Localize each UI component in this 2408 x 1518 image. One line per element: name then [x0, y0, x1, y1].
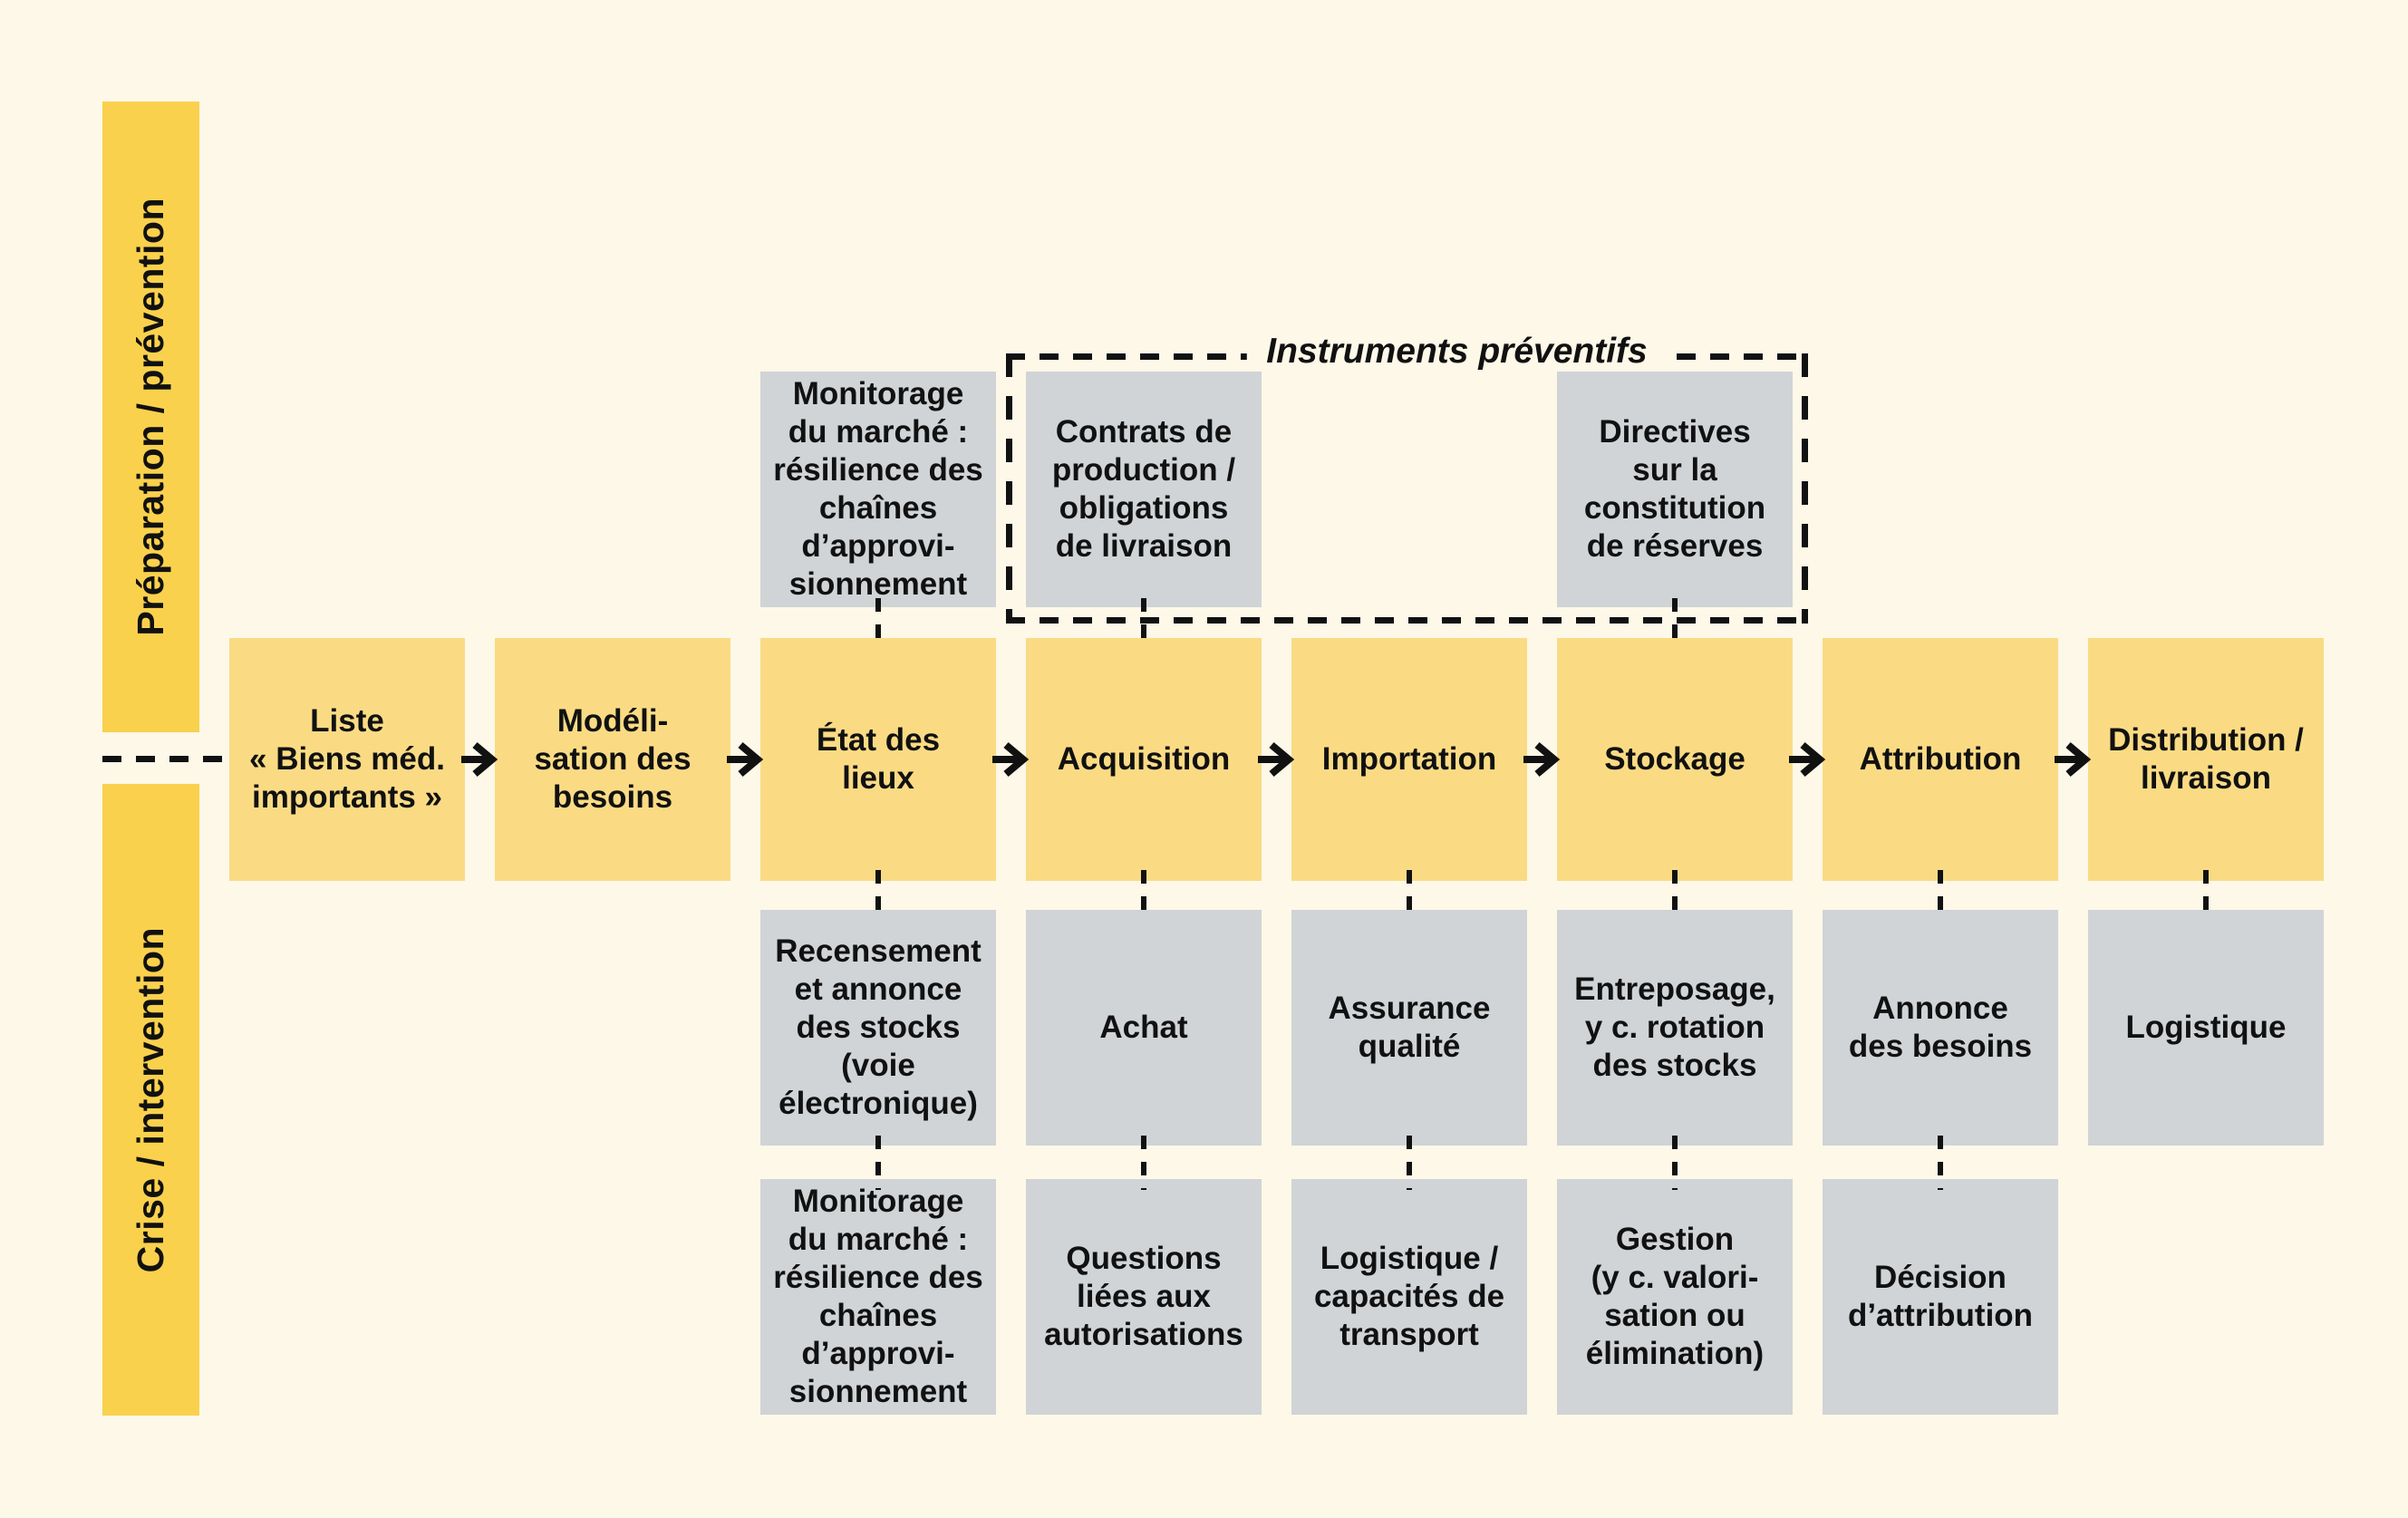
- crisis-box-decision-attribution: Décision d’attribution: [1823, 1179, 2058, 1415]
- phase-bar-crise-intervention: Crise / intervention: [102, 784, 199, 1416]
- dashed-connector: [1938, 870, 1943, 921]
- flow-step-modelisation-besoins-label: Modéli- sation des besoins: [534, 703, 691, 815]
- prep-box-contrats-production-label: Contrats de production / obligations de …: [1051, 414, 1236, 564]
- instruments-preventifs-group: Instruments préventifs: [1006, 331, 1808, 624]
- crisis-box-entreposage-rotation-label: Entreposage, y c. rotation des stocks: [1574, 972, 1775, 1083]
- crisis-box-monitorage-marche: Monitorage du marché : résilience des ch…: [760, 1179, 996, 1415]
- instruments-preventifs-title: Instruments préventifs: [1246, 331, 1668, 372]
- dashed-connector: [1141, 1136, 1146, 1190]
- flow-step-acquisition: Acquisition: [1026, 638, 1262, 881]
- crisis-box-gestion-valorisation: Gestion (y c. valori- sation ou éliminat…: [1557, 1179, 1793, 1415]
- dashed-connector: [1141, 870, 1146, 921]
- phase-bar-preparation-label: Préparation / prévention: [130, 198, 171, 636]
- crisis-box-assurance-qualite-label: Assurance qualité: [1328, 991, 1491, 1064]
- crisis-box-annonce-besoins-label: Annonce des besoins: [1848, 991, 2033, 1064]
- crisis-box-annonce-besoins: Annonce des besoins: [1823, 910, 2058, 1146]
- flow-arrow: [2053, 740, 2094, 779]
- prep-box-directives-reserves: Directives sur la constitution de réserv…: [1557, 372, 1793, 607]
- crisis-box-logistique: Logistique: [2088, 910, 2324, 1146]
- flow-step-distribution-livraison: Distribution / livraison: [2088, 638, 2324, 881]
- flow-step-attribution-label: Attribution: [1859, 741, 2022, 777]
- intro-dashed-line: [102, 756, 230, 762]
- crisis-box-assurance-qualite: Assurance qualité: [1291, 910, 1527, 1146]
- crisis-box-achat: Achat: [1026, 910, 1262, 1146]
- dashed-connector: [875, 870, 881, 921]
- crisis-box-achat-label: Achat: [1099, 1010, 1188, 1045]
- flow-step-liste-biens-med-label: Liste « Biens méd. importants »: [249, 703, 445, 815]
- dashed-connector: [1141, 598, 1146, 649]
- crisis-box-gestion-valorisation-label: Gestion (y c. valori- sation ou éliminat…: [1585, 1222, 1765, 1371]
- crisis-box-monitorage-marche-label: Monitorage du marché : résilience des ch…: [773, 1184, 983, 1409]
- crisis-box-logistique-transport-label: Logistique / capacités de transport: [1313, 1241, 1505, 1352]
- dashed-connector: [1938, 1136, 1943, 1190]
- right-arrow-icon: [1258, 741, 1295, 778]
- right-arrow-icon: [727, 741, 764, 778]
- crisis-box-logistique-transport: Logistique / capacités de transport: [1291, 1179, 1527, 1415]
- flow-step-stockage-label: Stockage: [1604, 741, 1746, 777]
- flow-arrow: [1787, 740, 1829, 779]
- dashed-connector: [1672, 598, 1678, 649]
- crisis-box-recensement-stocks: Recensement et annonce des stocks (voie …: [760, 910, 996, 1146]
- flow-arrow: [991, 740, 1032, 779]
- flow-step-importation: Importation: [1291, 638, 1527, 881]
- right-arrow-icon: [992, 741, 1030, 778]
- phase-bar-preparation-prevention: Préparation / prévention: [102, 102, 199, 732]
- dashed-border-bottom: [1006, 617, 1808, 624]
- prep-box-contrats-production: Contrats de production / obligations de …: [1026, 372, 1262, 607]
- dashed-connector: [1407, 870, 1412, 921]
- flow-step-attribution: Attribution: [1823, 638, 2058, 881]
- dashed-connector: [2203, 870, 2209, 921]
- crisis-box-logistique-label: Logistique: [2125, 1010, 2287, 1045]
- crisis-box-questions-autorisations: Questions liées aux autorisations: [1026, 1179, 1262, 1415]
- flow-step-importation-label: Importation: [1321, 741, 1497, 777]
- dashed-connector: [1407, 1136, 1412, 1190]
- crisis-box-entreposage-rotation: Entreposage, y c. rotation des stocks: [1557, 910, 1793, 1146]
- dashed-connector: [1672, 1136, 1678, 1190]
- flow-step-stockage: Stockage: [1557, 638, 1793, 881]
- dashed-connector: [875, 598, 881, 649]
- flow-step-distribution-livraison-label: Distribution / livraison: [2108, 722, 2304, 796]
- flow-step-modelisation-besoins: Modéli- sation des besoins: [495, 638, 730, 881]
- flow-step-liste-biens-med: Liste « Biens méd. importants »: [229, 638, 465, 881]
- dashed-connector: [875, 1136, 881, 1190]
- phase-bar-crise-label: Crise / intervention: [130, 926, 171, 1273]
- prep-box-directives-reserves-label: Directives sur la constitution de réserv…: [1583, 414, 1766, 564]
- prep-box-monitorage-marche-label: Monitorage du marché : résilience des ch…: [773, 376, 983, 602]
- dashed-connector: [1672, 870, 1678, 921]
- right-arrow-icon: [2055, 741, 2092, 778]
- prep-box-monitorage-marche: Monitorage du marché : résilience des ch…: [760, 372, 996, 607]
- flow-arrow: [1522, 740, 1563, 779]
- right-arrow-icon: [1523, 741, 1561, 778]
- flow-arrow: [1256, 740, 1298, 779]
- right-arrow-icon: [1789, 741, 1826, 778]
- crisis-box-recensement-stocks-label: Recensement et annonce des stocks (voie …: [775, 933, 982, 1121]
- flow-step-acquisition-label: Acquisition: [1057, 741, 1231, 777]
- flow-step-etat-des-lieux: État des lieux: [760, 638, 996, 881]
- dashed-border-right: [1802, 353, 1808, 624]
- flow-step-etat-des-lieux-label: État des lieux: [816, 722, 941, 796]
- crisis-box-decision-attribution-label: Décision d’attribution: [1847, 1260, 2034, 1333]
- right-arrow-icon: [461, 741, 498, 778]
- dashed-border-left: [1006, 353, 1012, 624]
- flow-arrow: [725, 740, 767, 779]
- flow-arrow: [459, 740, 501, 779]
- crisis-box-questions-autorisations-label: Questions liées aux autorisations: [1044, 1241, 1243, 1352]
